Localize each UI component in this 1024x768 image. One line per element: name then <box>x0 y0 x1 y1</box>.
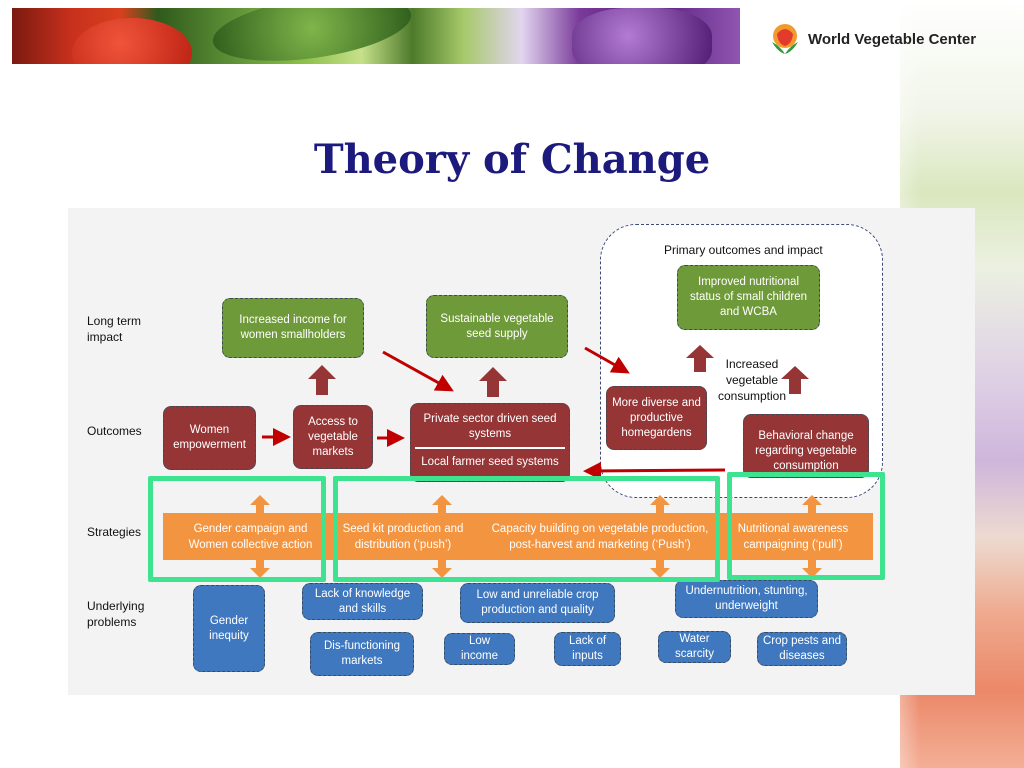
problem-low-production: Low and unreliable crop production and q… <box>460 583 615 623</box>
problem-lack-knowledge: Lack of knowledge and skills <box>302 583 423 620</box>
strategies-bar <box>163 513 873 560</box>
row-label-strategies: Strategies <box>87 525 142 539</box>
highlight-gender-strategy <box>148 476 326 582</box>
problem-crop-pests: Crop pests and diseases <box>757 632 847 666</box>
highlight-production-strategy <box>333 476 720 582</box>
problem-low-income: Low income <box>444 633 515 665</box>
row-label-long-term: Long term impact <box>87 314 142 344</box>
increased-consumption-label: Increased vegetable consumption <box>712 356 792 404</box>
logo-text: World Vegetable Center <box>808 30 977 48</box>
impact-increased-income: Increased income for women smallholders <box>222 298 364 358</box>
highlight-nutrition-strategy <box>727 472 885 580</box>
problem-undernutrition: Undernutrition, stunting, underweight <box>675 580 818 618</box>
outcome-behavioral-change: Behavioral change regarding vegetable co… <box>743 414 869 478</box>
logo-icon <box>768 22 802 56</box>
logo: World Vegetable Center <box>768 22 976 56</box>
row-label-underlying: Underlying problems <box>87 599 145 629</box>
outcome-market-access: Access to vegetable markets <box>293 405 373 469</box>
outcome-women-empowerment: Women empowerment <box>163 406 256 470</box>
problem-water-scarcity: Water scarcity <box>658 631 731 663</box>
page-title: Theory of Change <box>313 136 711 183</box>
outcome-seed-systems: Private sector driven seed systems Local… <box>410 403 570 482</box>
primary-outcomes-heading: Primary outcomes and impact <box>664 243 823 257</box>
impact-improved-nutrition: Improved nutritional status of small chi… <box>677 265 820 330</box>
vegetable-banner-image <box>12 8 740 64</box>
problem-dysfunctional-markets: Dis-functioning markets <box>310 632 414 676</box>
impact-seed-supply: Sustainable vegetable seed supply <box>426 295 568 358</box>
problem-lack-inputs: Lack of inputs <box>554 632 621 666</box>
divider <box>415 447 565 449</box>
private-seed-systems: Private sector driven seed systems <box>423 413 557 440</box>
row-label-outcomes: Outcomes <box>87 424 142 438</box>
outcome-homegardens: More diverse and productive homegardens <box>606 386 707 450</box>
local-seed-systems: Local farmer seed systems <box>421 456 559 468</box>
problem-gender-inequity: Gender inequity <box>193 585 265 672</box>
